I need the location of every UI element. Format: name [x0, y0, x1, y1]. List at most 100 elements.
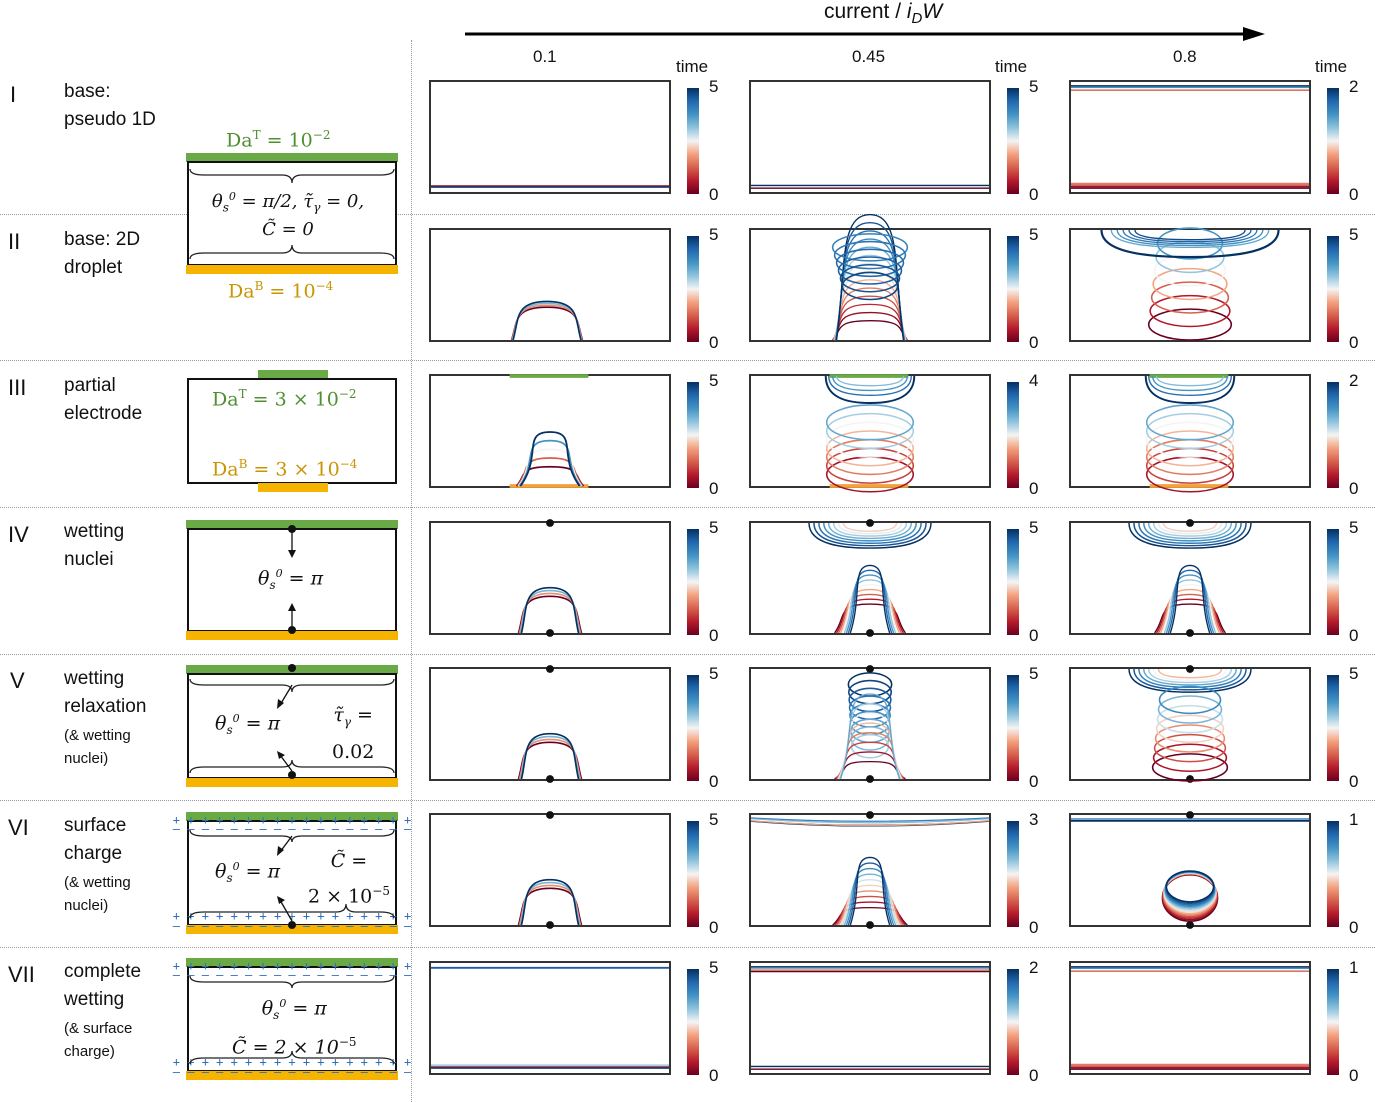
colorbar-max: 5 — [1029, 77, 1039, 96]
droplet-contour — [1154, 724, 1226, 753]
droplet-contour — [518, 439, 582, 487]
bottom-droplet — [836, 895, 904, 926]
droplet-contour — [512, 300, 582, 341]
top-droplet — [808, 522, 932, 549]
sim-panel-row3-col2 — [749, 374, 991, 493]
top-droplet — [1128, 522, 1252, 549]
top-droplet — [1143, 668, 1237, 686]
top-deposit — [1144, 375, 1236, 404]
sim-panel-row4-col2 — [749, 519, 991, 637]
nucleus-dot — [866, 775, 874, 783]
time-colorbar — [687, 529, 699, 635]
bottom-droplet — [841, 879, 899, 926]
contour-plot — [509, 374, 589, 488]
droplet-contour — [825, 412, 915, 450]
bottom-droplet — [1155, 598, 1225, 634]
row-title-i: base:pseudo 1D — [64, 81, 156, 130]
contour-plot — [1128, 665, 1252, 783]
bottom-droplet — [847, 569, 893, 634]
nucleus-dot — [866, 921, 874, 929]
nucleus-dot — [866, 665, 874, 673]
contour-plot — [1128, 519, 1252, 637]
top-film — [1122, 229, 1258, 245]
colorbar-min: 0 — [1349, 1066, 1359, 1085]
top-droplet — [837, 522, 903, 535]
colorbar-max: 2 — [1349, 371, 1359, 390]
top-droplet — [1133, 522, 1247, 547]
detached-droplet — [837, 256, 903, 285]
colorbar-min: 0 — [1349, 626, 1359, 645]
contour-plot — [517, 519, 583, 637]
row-separator — [0, 360, 1375, 361]
sim-panel-row7-col2 — [749, 961, 991, 1075]
schematic-wetting-nuclei — [186, 520, 398, 640]
theta-equation-vi: θs0 = π — [215, 860, 281, 886]
nucleus-dot — [546, 921, 554, 929]
contour-plot — [751, 184, 989, 189]
bottom-droplet — [839, 884, 901, 926]
contour-plot — [750, 811, 990, 929]
bottom-droplet — [1154, 603, 1226, 634]
time-colorbar — [687, 675, 699, 781]
time-colorbar — [1007, 821, 1019, 927]
bottom-droplet — [841, 584, 899, 634]
droplet-contour — [1152, 743, 1228, 773]
top-droplet — [1162, 522, 1218, 532]
sim-panel-row4-col1 — [429, 519, 671, 637]
column-separator — [411, 40, 412, 1102]
top-film — [750, 819, 990, 825]
sim-panel-row1-col2 — [749, 80, 991, 194]
bottom-droplet — [835, 598, 905, 634]
bottom-droplet — [837, 593, 903, 634]
bottom-droplet — [843, 579, 897, 634]
nucleus-dot — [546, 665, 554, 673]
current-value-3: 0.8 — [1173, 47, 1197, 66]
theta-equation-iv: θs0 = π — [258, 567, 324, 593]
schematic-surface-charge: + + + + + + + + + + + + + + + + + – – – … — [173, 812, 412, 934]
top-deposit — [1151, 375, 1229, 392]
colorbar-min: 0 — [1349, 479, 1359, 498]
contour-plot — [1144, 374, 1236, 493]
schematic-complete-wetting: + + + + + + + + + + + + + + + + + – – – … — [173, 958, 412, 1080]
top-droplet — [1147, 668, 1233, 684]
top-deposit — [1148, 375, 1232, 396]
time-colorbar — [1007, 529, 1019, 635]
current-axis-arrow — [465, 27, 1265, 41]
colorbar-max: 5 — [1349, 225, 1359, 244]
svg-text:+ + + + + + + + + + + + + + +: + + + + + + + + + + + + + + + + + — [173, 813, 411, 827]
droplet-contour — [835, 213, 905, 341]
top-droplet — [813, 522, 927, 547]
row-number-i: I — [10, 82, 17, 107]
colorbar-max: 5 — [1349, 664, 1359, 683]
droplet-contour — [832, 320, 908, 341]
droplet-contour — [832, 311, 908, 341]
row-number-vii: VII — [8, 962, 35, 987]
contour-plot — [510, 300, 584, 341]
current-axis-label: current / iDW — [824, 0, 943, 28]
row-number-iii: III — [8, 375, 27, 400]
droplet-contour — [1145, 430, 1235, 467]
bottom-droplet — [839, 588, 901, 634]
bottom-droplet — [836, 732, 904, 780]
time-colorbar — [1007, 675, 1019, 781]
nucleus-dot — [546, 519, 554, 527]
svg-text:+ + + + + + + + + + + + + + +: + + + + + + + + + + + + + + + + + — [173, 959, 411, 973]
droplet-contour — [1149, 294, 1231, 328]
colorbar-max: 5 — [709, 77, 719, 96]
droplet-contour — [520, 732, 580, 780]
svg-text:– – – – – – – – – – – – – – –: – – – – – – – – – – – – – – – – – — [173, 1065, 412, 1079]
contour-plot — [808, 519, 932, 637]
top-droplet — [1138, 668, 1242, 689]
colorbar-max: 5 — [709, 810, 719, 829]
colorbar-max: 5 — [1029, 518, 1039, 537]
theta-equation-v: θs0 = π — [215, 712, 281, 738]
sim-panel-row2-col3 — [1069, 227, 1311, 342]
time-colorbar — [1327, 88, 1339, 194]
colorbar-min: 0 — [1349, 772, 1359, 791]
time-colorbar — [1007, 236, 1019, 342]
sim-panel-row7-col3 — [1069, 961, 1311, 1075]
time-colorbar — [687, 236, 699, 342]
